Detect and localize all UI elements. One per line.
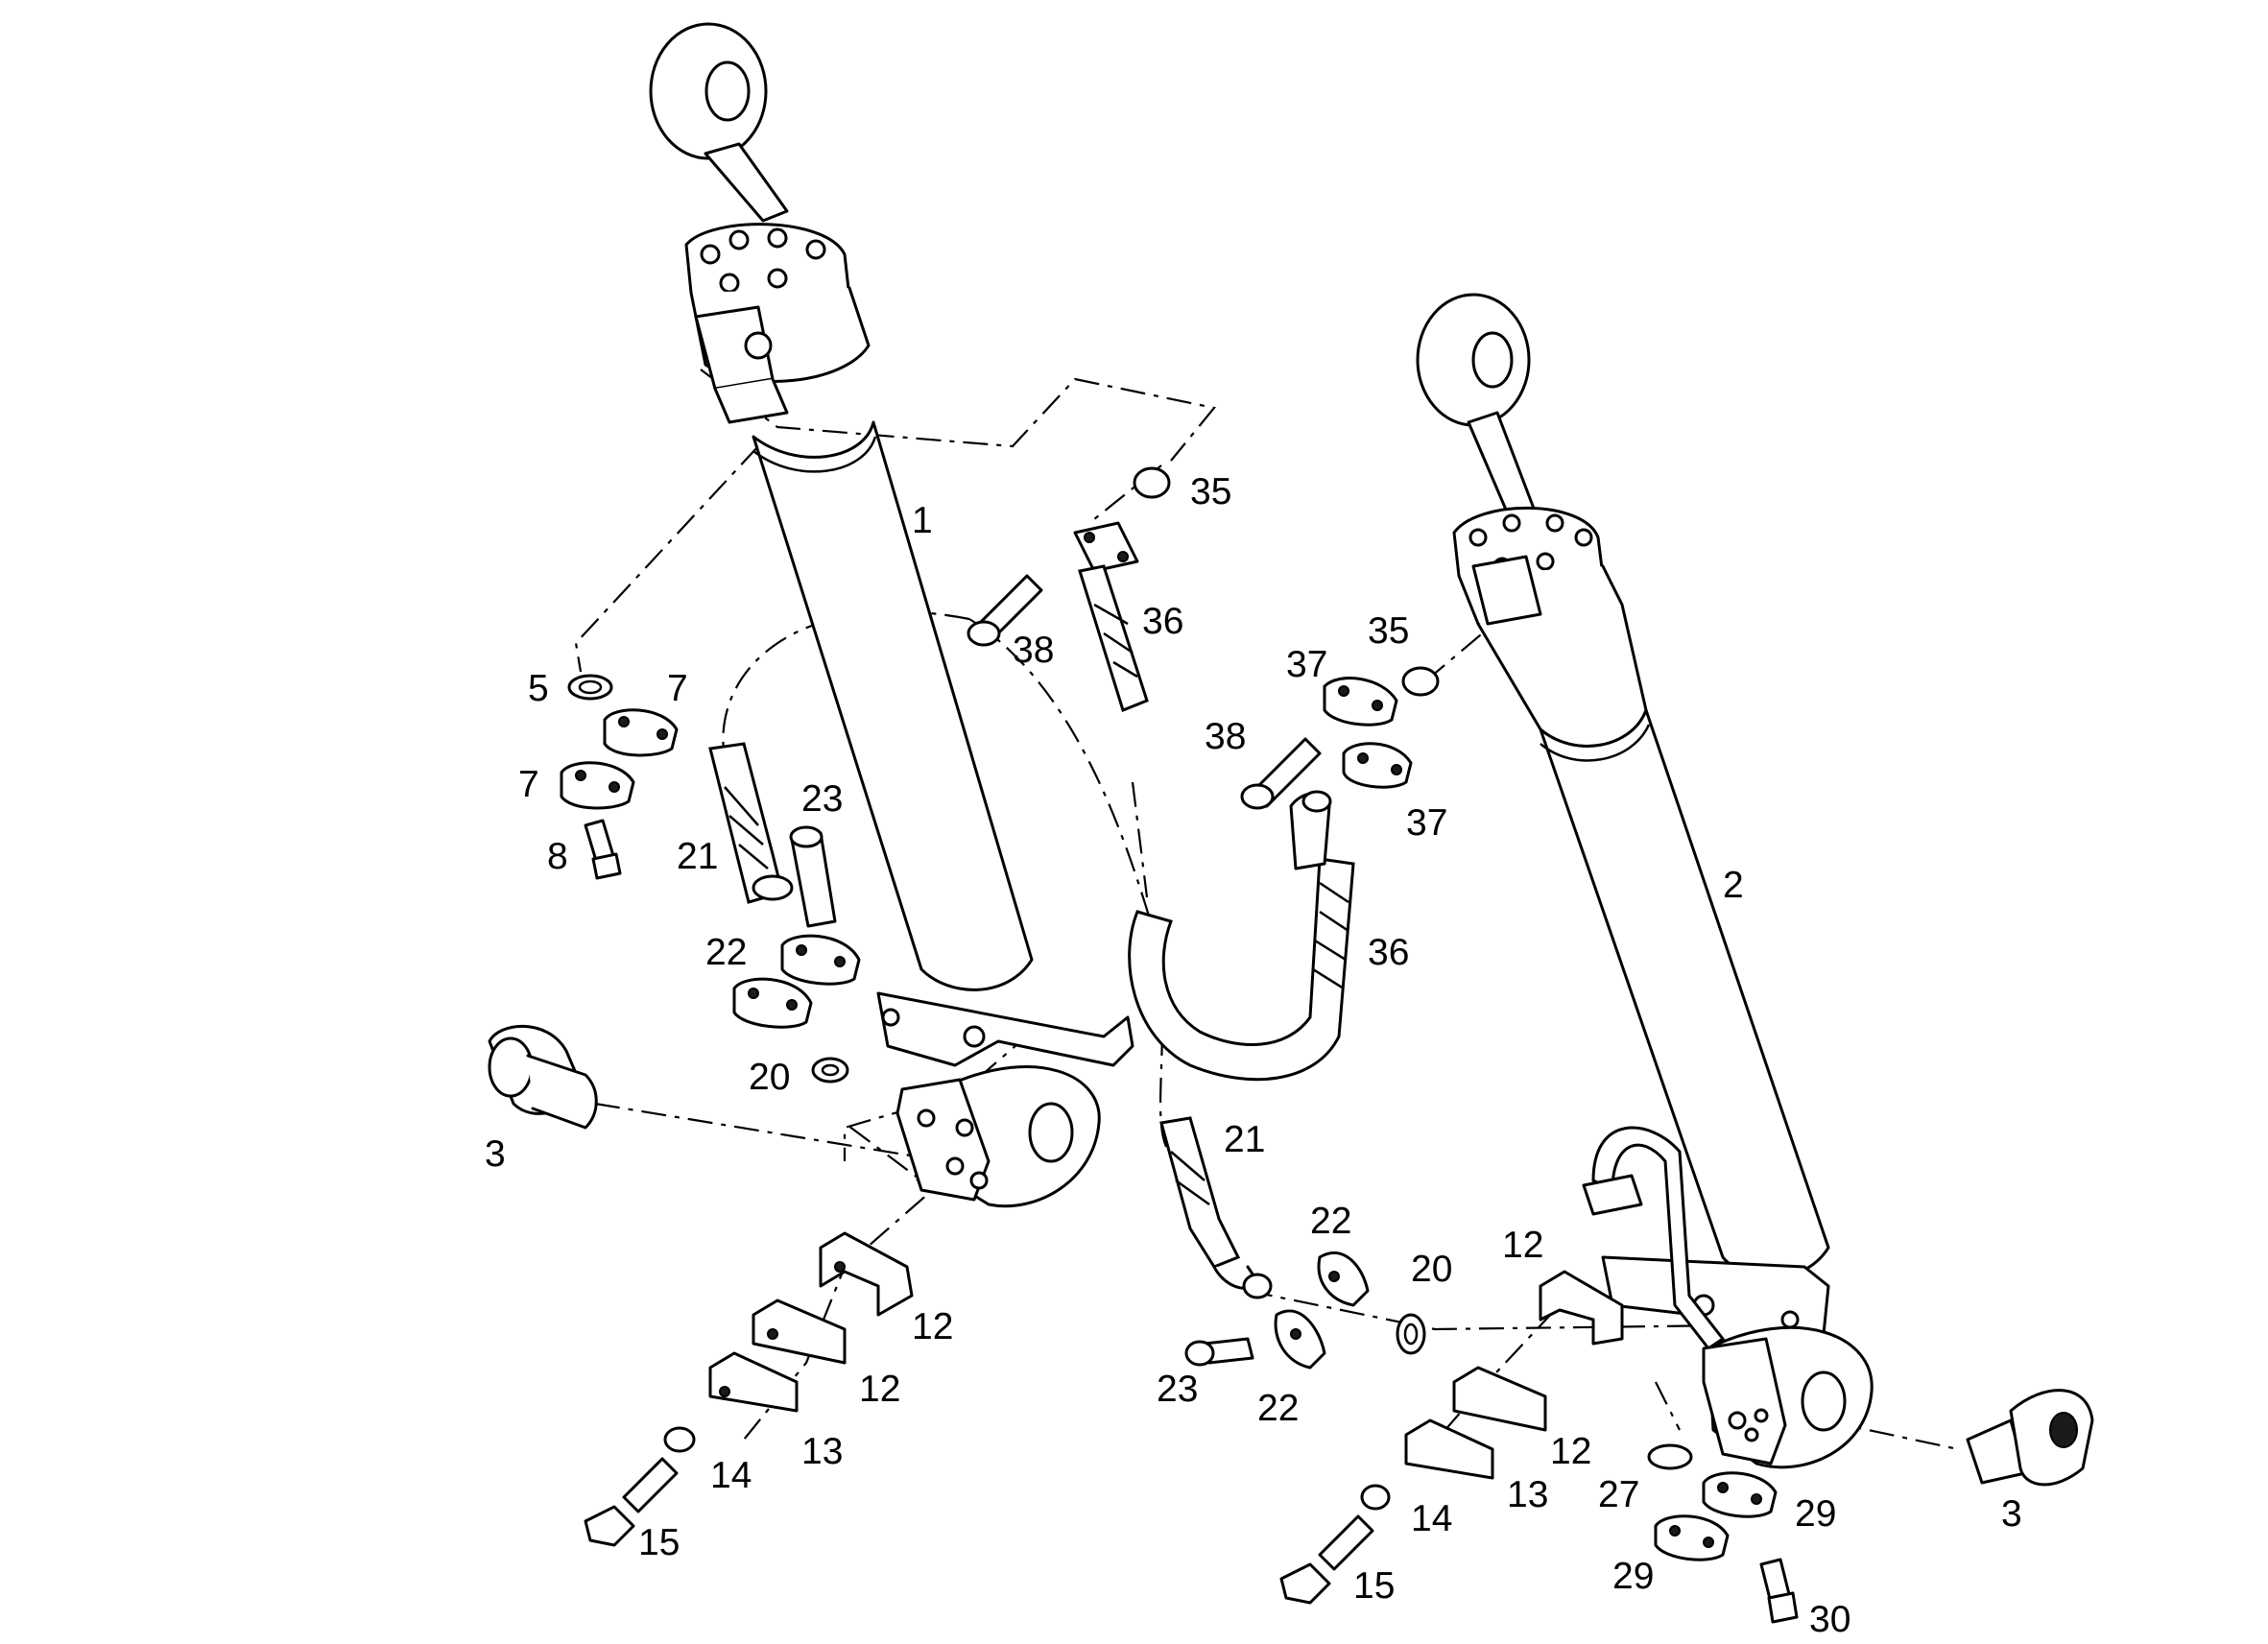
callout-23-right: 23 [1157,1369,1198,1410]
flange-half-7-lower [560,761,635,810]
hose-fitting-36-middle [1289,790,1332,870]
pin-3-right [1966,1389,2094,1487]
callout-30: 30 [1809,1599,1850,1640]
callout-labels: 1 2 3 3 5 7 7 8 12 12 12 12 13 13 14 14 … [485,471,2022,1640]
washer-5 [567,674,613,701]
bolt-8 [584,819,622,880]
callout-5: 5 [528,668,549,709]
bolt-38-upper [967,574,1043,647]
callout-12-c: 12 [1502,1225,1543,1266]
bolt-23-left [789,825,837,928]
callout-38-upper: 38 [1013,630,1054,671]
callout-13-right: 13 [1507,1474,1548,1515]
callout-8: 8 [547,836,568,877]
hose-21-left [708,742,794,904]
bolt-15-left [584,1457,679,1547]
hose-36-middle [1128,857,1355,1082]
clamp-block-12-lower-left [752,1299,847,1365]
hydraulic-cylinder-1 [649,22,1134,1208]
callout-35-upper: 35 [1190,471,1231,512]
callout-36-upper: 36 [1142,601,1183,642]
clamp-block-12-upper-right [1539,1270,1624,1346]
callout-7-lower: 7 [518,764,539,805]
callout-2: 2 [1723,865,1744,906]
callout-20-right: 20 [1411,1249,1452,1290]
callout-15-left: 15 [638,1522,680,1563]
hydraulic-cylinder-2 [1416,293,1874,1469]
callout-23-left: 23 [801,778,843,820]
flange-38-upper [1073,521,1139,573]
callout-14-left: 14 [710,1455,752,1496]
flange-37-upper [1323,677,1398,727]
flange-half-22-right-upper [1317,1251,1370,1307]
callout-12-b: 12 [859,1369,900,1410]
bolt-15-right [1279,1514,1374,1605]
flange-half-29-upper [1702,1471,1778,1518]
callout-35-right: 35 [1368,610,1409,652]
callout-7-upper: 7 [667,668,688,709]
callout-21-left: 21 [677,836,718,877]
bolt-38-right [1240,737,1322,810]
callout-21-right: 21 [1224,1119,1265,1160]
bolt-23-right [1184,1337,1254,1367]
flange-half-7-upper [603,708,679,757]
callout-15-right: 15 [1353,1565,1395,1607]
washer-14-right [1360,1484,1391,1511]
washer-27 [1647,1443,1693,1470]
plate-13-right [1404,1418,1494,1480]
callout-38-right: 38 [1205,716,1246,757]
callout-22-right-upper: 22 [1310,1201,1351,1242]
washer-20-left [811,1057,849,1084]
callout-37-lower: 37 [1406,802,1447,844]
washer-20-right [1396,1313,1426,1355]
clamp-block-12-upper-left [819,1231,914,1317]
clamp-block-12-lower-right [1452,1366,1547,1432]
callout-29-right: 29 [1795,1493,1836,1535]
washer-14-left [663,1426,696,1453]
plate-13-left [708,1351,799,1413]
callout-3-left: 3 [485,1133,506,1175]
flange-half-29-lower [1654,1514,1730,1561]
callout-14-right: 14 [1411,1498,1452,1539]
hose-36-upper [1078,564,1149,712]
callout-29-left: 29 [1612,1556,1654,1597]
bolt-30 [1759,1558,1799,1624]
callout-27: 27 [1598,1474,1639,1515]
callout-12-d: 12 [1550,1431,1591,1472]
callout-1: 1 [912,500,933,541]
pin-3-left [488,1024,598,1130]
callout-20-left: 20 [749,1057,790,1098]
leader-lines [574,369,1959,1465]
flange-37-lower [1342,742,1413,789]
flange-half-22-upper [780,934,861,986]
flange-half-22-lower [732,977,813,1029]
flange-half-22-right-lower [1274,1309,1326,1370]
callout-37-upper: 37 [1286,644,1327,685]
washer-35-upper [1133,466,1171,499]
callout-22-left: 22 [705,932,747,973]
callout-36-middle: 36 [1368,932,1409,973]
callout-12-a: 12 [912,1306,953,1347]
hose-21-right [1159,1116,1273,1299]
callout-13-left: 13 [801,1431,843,1472]
callout-3-right: 3 [2001,1493,2022,1535]
washer-35-right [1401,666,1440,697]
callout-22-right-lower: 22 [1257,1388,1299,1429]
